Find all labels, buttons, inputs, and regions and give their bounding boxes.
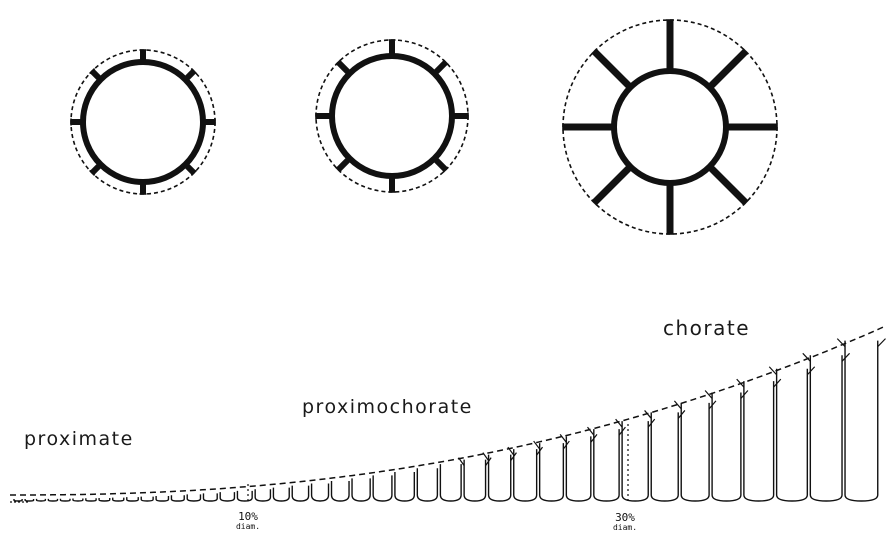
annotation-30-percent-diameter: 30% diam. bbox=[605, 513, 645, 533]
process-outline bbox=[744, 381, 774, 501]
process bbox=[710, 51, 746, 87]
cyst-body bbox=[614, 71, 726, 183]
annotation-10-percent-diameter: 10% diam. bbox=[228, 512, 268, 532]
label-proximate: proximate bbox=[24, 428, 134, 450]
process bbox=[338, 62, 349, 73]
process-outline bbox=[141, 497, 153, 501]
process-outline bbox=[203, 493, 217, 501]
process bbox=[434, 158, 445, 169]
process-outline bbox=[651, 412, 678, 501]
process-outline bbox=[25, 499, 33, 501]
cyst-body bbox=[83, 62, 203, 182]
process-outline bbox=[220, 492, 234, 501]
process-outline bbox=[540, 443, 564, 501]
process-outline bbox=[489, 455, 511, 501]
process-outline bbox=[777, 369, 808, 501]
process-outline bbox=[332, 481, 350, 501]
process-outline bbox=[273, 488, 289, 501]
process-outline bbox=[48, 499, 57, 501]
process-outline bbox=[37, 499, 46, 501]
process-outline bbox=[113, 498, 124, 501]
process-outline bbox=[73, 499, 83, 501]
proximate-cyst bbox=[71, 50, 215, 194]
process bbox=[434, 62, 445, 73]
process-outline bbox=[845, 341, 878, 501]
process-outline bbox=[127, 497, 138, 501]
process bbox=[594, 51, 630, 87]
process-outline bbox=[622, 421, 648, 501]
process-outline bbox=[312, 483, 329, 501]
process-outline bbox=[464, 460, 485, 501]
annotation-percent: 10% bbox=[228, 512, 268, 522]
process-outline bbox=[237, 491, 252, 501]
process-outline bbox=[187, 494, 200, 501]
annotation-unit: diam. bbox=[228, 522, 268, 532]
process-outline bbox=[810, 355, 842, 501]
process bbox=[92, 71, 100, 79]
process bbox=[594, 167, 630, 203]
process-outline bbox=[395, 472, 414, 501]
process-outline bbox=[594, 429, 619, 501]
process-outline bbox=[373, 475, 392, 501]
process-outline bbox=[514, 449, 537, 501]
process-outline bbox=[712, 392, 741, 501]
label-proximochorate: proximochorate bbox=[302, 396, 473, 418]
process bbox=[185, 164, 193, 172]
process-outline bbox=[60, 499, 69, 501]
process-outline bbox=[99, 498, 110, 501]
process-outline bbox=[86, 498, 96, 501]
process-outline bbox=[14, 499, 22, 501]
process-outline bbox=[156, 496, 168, 501]
chorate-cyst bbox=[563, 20, 777, 234]
process-outline bbox=[171, 495, 184, 501]
annotation-percent: 30% bbox=[605, 513, 645, 523]
process-outline bbox=[292, 486, 308, 501]
process-outline bbox=[681, 403, 709, 501]
proximochorate-cyst bbox=[316, 40, 468, 192]
process-outline bbox=[255, 489, 270, 501]
process-outline bbox=[440, 464, 461, 501]
process-outline bbox=[417, 468, 437, 501]
annotation-unit: diam. bbox=[605, 523, 645, 533]
process bbox=[710, 167, 746, 203]
label-chorate: chorate bbox=[663, 316, 750, 340]
process bbox=[338, 158, 349, 169]
process bbox=[185, 71, 193, 79]
process-outline bbox=[566, 436, 590, 501]
process-outline bbox=[352, 478, 370, 501]
cyst-cross-sections bbox=[71, 20, 777, 234]
process bbox=[92, 164, 100, 172]
cyst-body bbox=[332, 56, 452, 176]
